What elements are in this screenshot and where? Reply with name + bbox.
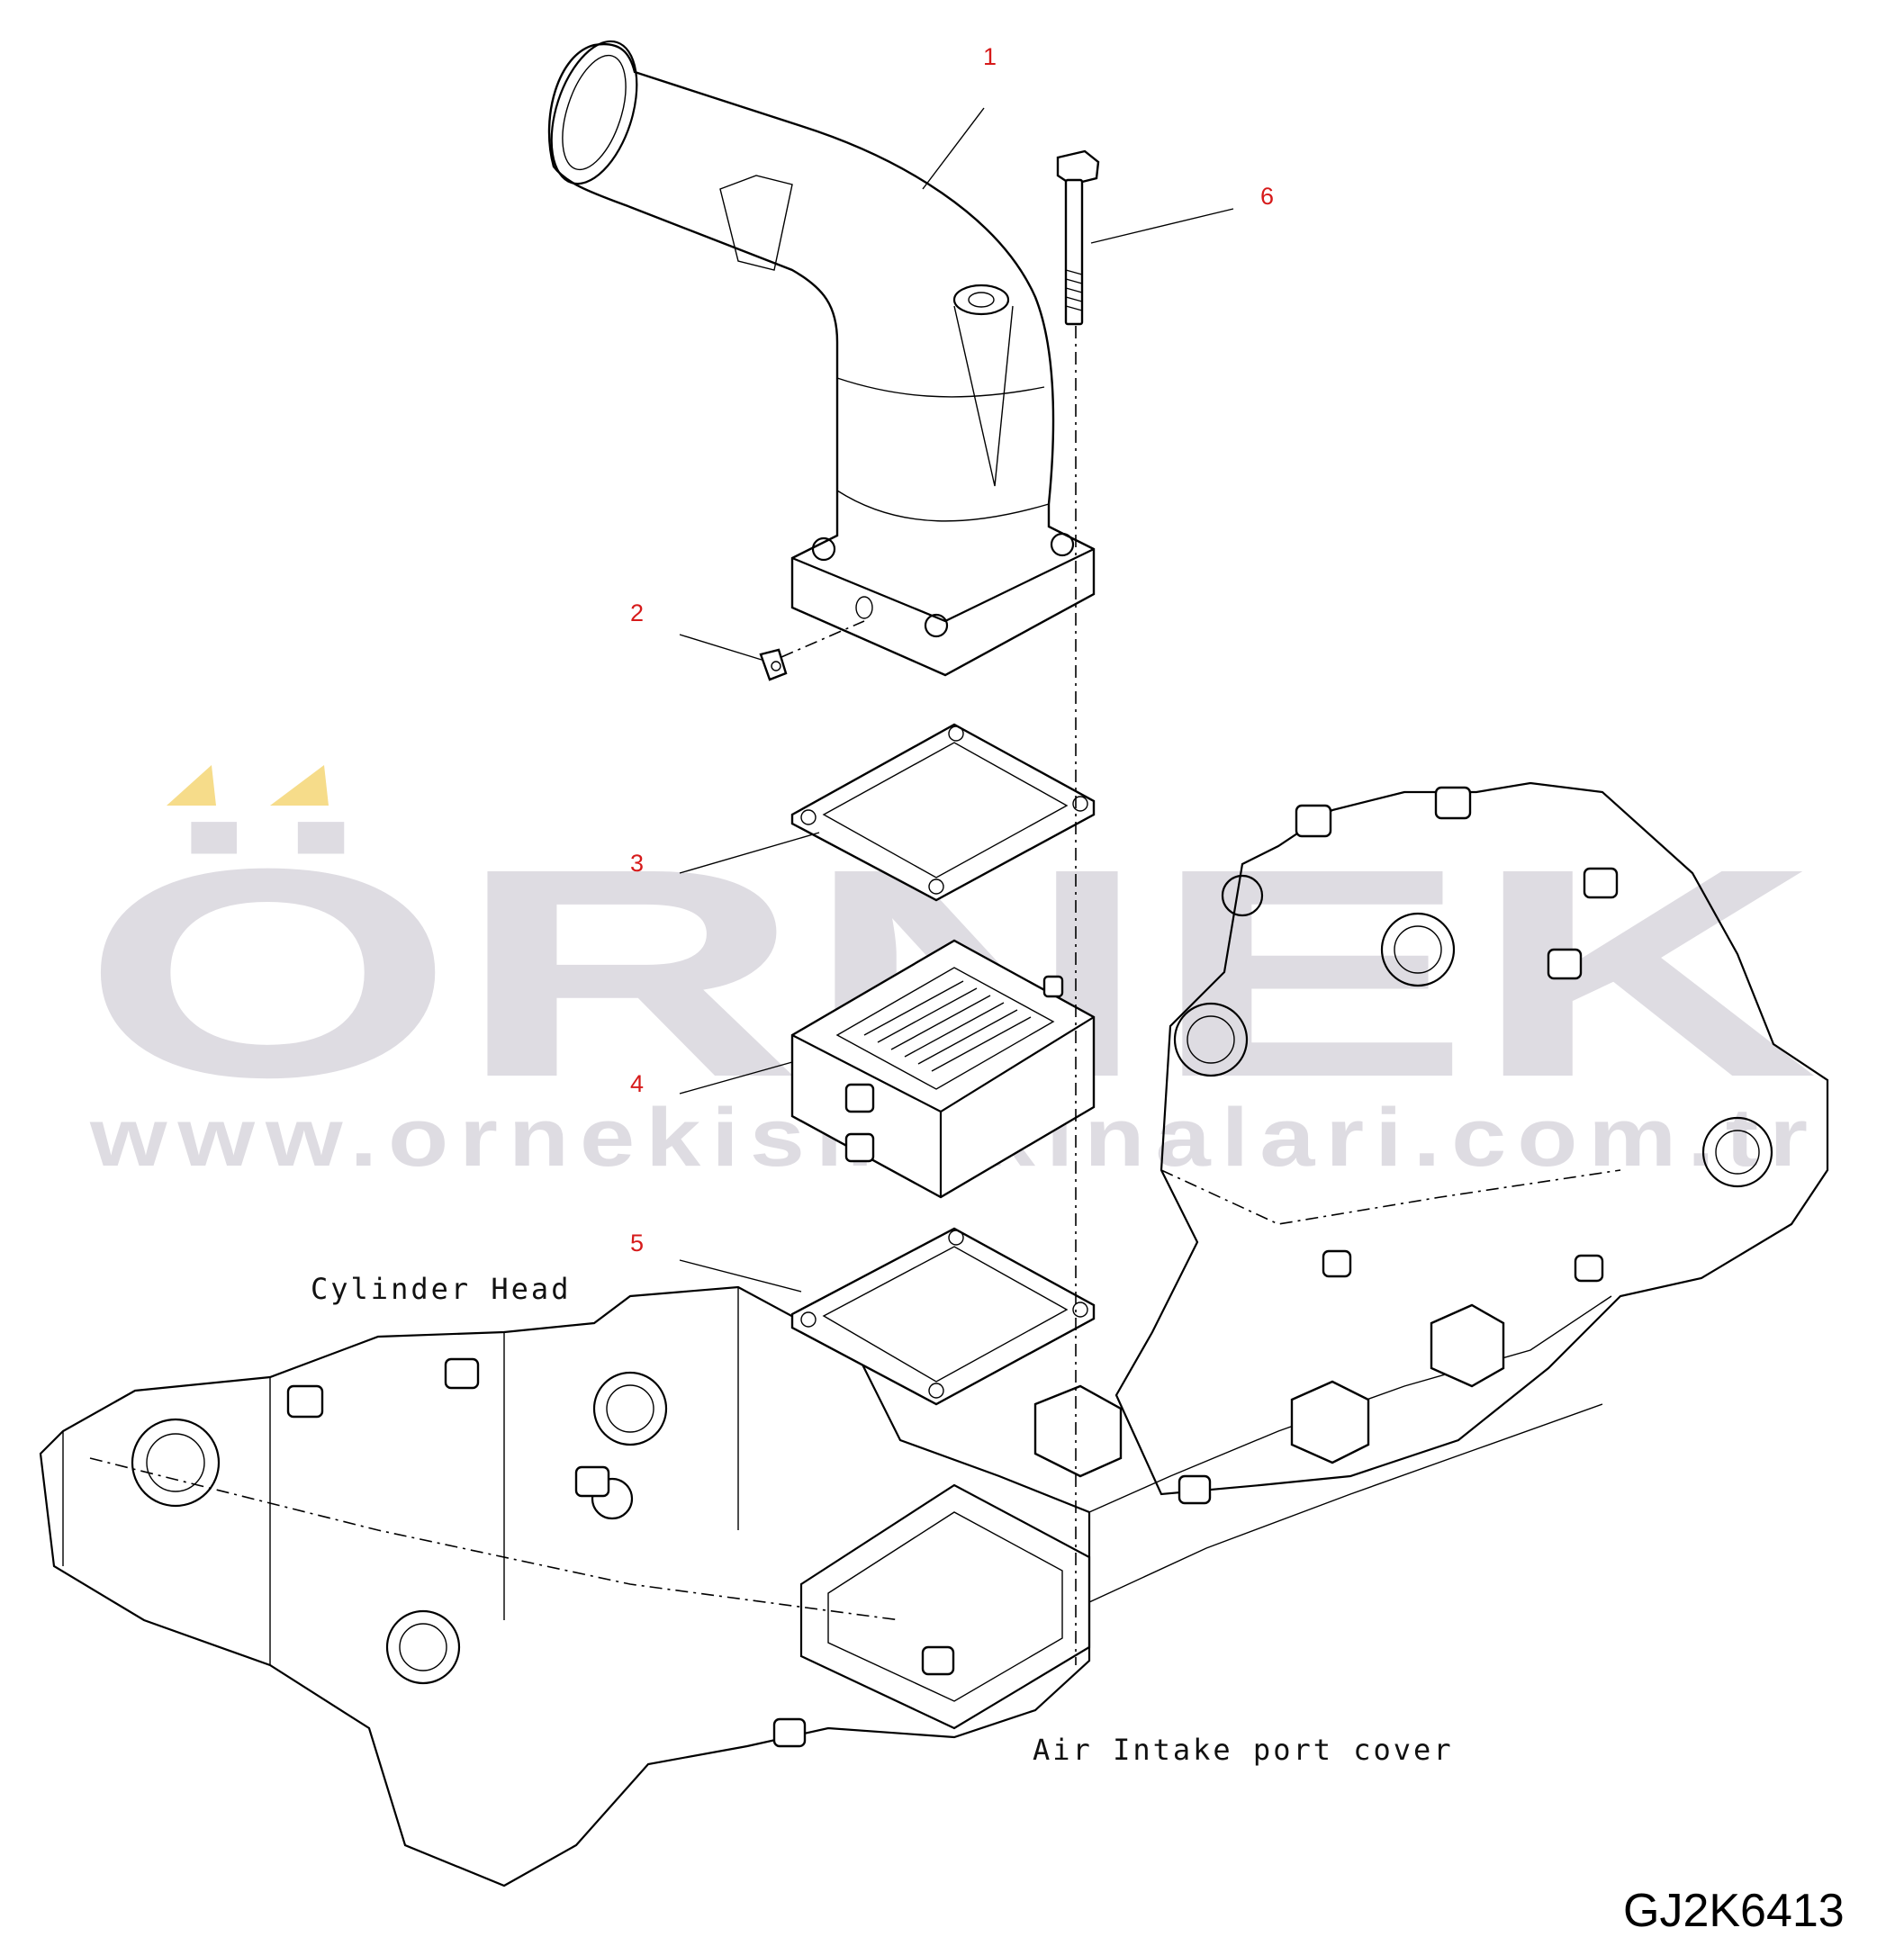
callout-3: 3 bbox=[630, 850, 644, 877]
drawing-code: GJ2K6413 bbox=[1623, 1885, 1845, 1937]
lower-gasket-part bbox=[790, 1227, 1096, 1406]
callout-5: 5 bbox=[630, 1230, 644, 1257]
callout-6: 6 bbox=[1260, 183, 1274, 210]
caption-air-intake-port-cover: Air Intake port cover bbox=[1033, 1733, 1454, 1767]
callout-1: 1 bbox=[983, 43, 997, 70]
assembly-axis-lines bbox=[781, 326, 1077, 1665]
leader-lines bbox=[679, 107, 1234, 1293]
callout-4: 4 bbox=[630, 1070, 644, 1097]
intake-elbow-part bbox=[547, 40, 1096, 677]
heater-part bbox=[790, 939, 1096, 1199]
bolt-part bbox=[1056, 149, 1100, 326]
caption-cylinder-head: Cylinder Head bbox=[311, 1272, 571, 1306]
watermark-accent-left bbox=[167, 765, 216, 806]
watermark-accent-right bbox=[270, 765, 329, 806]
plug-part bbox=[759, 648, 788, 681]
cylinder-head-drawing bbox=[39, 781, 1829, 1887]
callout-2: 2 bbox=[630, 599, 644, 626]
upper-gasket-part bbox=[790, 723, 1096, 902]
